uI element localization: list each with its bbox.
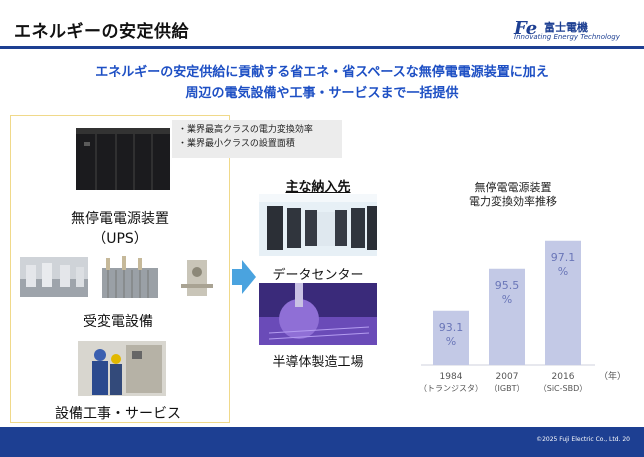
substation-label: 受変電設備	[83, 314, 153, 330]
service-label: 設備工事・サービス	[55, 406, 181, 422]
ups-sublabel: （UPS）	[92, 231, 148, 247]
chart-title-line-1: 無停電電源装置	[474, 181, 552, 194]
feature-efficiency: ・業界最高クラスの電力変換効率	[178, 125, 313, 135]
data-label-unit: %	[446, 335, 456, 348]
data-center-label: データセンター	[272, 268, 364, 283]
copyright: ©2025 Fuji Electric Co., Ltd. 20	[536, 436, 630, 443]
ups-features-callout: ・業界最高クラスの電力変換効率 ・業界最小クラスの設置面積	[172, 120, 342, 158]
efficiency-bar-chart: 93.1% 1984 （トランジスタ） 95.5% 2007 （IGBT） 97.1% 201…	[419, 240, 626, 393]
data-label-unit: %	[502, 293, 512, 306]
x-axis-unit-label: （年）	[599, 370, 626, 382]
chart-title: 無停電電源装置 電力変換効率推移	[418, 181, 608, 209]
x-tick-label: 2016	[552, 372, 575, 382]
destinations-title: 主な納入先	[285, 180, 351, 195]
bar-1984	[433, 310, 469, 365]
ups-label: 無停電電源装置	[71, 211, 169, 227]
x-tick-sublabel: （SiC-SBD）	[539, 384, 588, 393]
semiconductor-fab-photo	[259, 283, 377, 345]
data-label-value: 93.1	[439, 321, 464, 334]
footer-bar	[0, 427, 644, 457]
data-center-photo	[259, 194, 377, 256]
x-tick-sublabel: （IGBT）	[490, 384, 525, 393]
headline: エネルギーの安定供給に貢献する省エネ・省スペースな無停電電源装置に加え 周辺の電…	[0, 62, 644, 104]
data-label-value: 95.5	[495, 279, 520, 292]
x-tick-label: 1984	[440, 372, 463, 382]
x-tick-label: 2007	[496, 372, 519, 382]
title-divider	[0, 46, 644, 49]
bar-2007	[489, 268, 525, 365]
x-tick-sublabel: （トランジスタ）	[419, 384, 483, 393]
logo-mark: Fe	[514, 18, 538, 39]
page-title: エネルギーの安定供給	[14, 22, 189, 42]
offering-panel	[10, 115, 230, 423]
data-label-value: 97.1	[551, 251, 576, 264]
semiconductor-fab-label: 半導体製造工場	[272, 355, 364, 370]
chart-title-line-2: 電力変換効率推移	[469, 195, 557, 208]
ups-cabinet-image	[76, 128, 170, 190]
fuji-electric-logo: Fe 富士電機 Innovating Energy Technology	[514, 18, 634, 44]
title-bar: エネルギーの安定供給 Fe 富士電機 Innovating Energy Tec…	[0, 0, 644, 46]
transformer-photo	[92, 254, 168, 300]
service-photo	[78, 341, 166, 396]
data-label-unit: %	[558, 265, 568, 278]
substation-photo-1	[20, 257, 88, 297]
headline-line-1: エネルギーの安定供給に貢献する省エネ・省スペースな無停電電源装置に加え	[95, 65, 549, 80]
logo-tagline: Innovating Energy Technology	[514, 33, 620, 41]
feature-footprint: ・業界最小クラスの設置面積	[178, 139, 295, 149]
right-arrow-icon	[232, 260, 256, 294]
logo-name: 富士電機	[544, 21, 588, 34]
switchgear-photo	[175, 254, 219, 300]
bar-2016	[545, 240, 581, 365]
headline-line-2: 周辺の電気設備や工事・サービスまで一括提供	[185, 86, 459, 101]
